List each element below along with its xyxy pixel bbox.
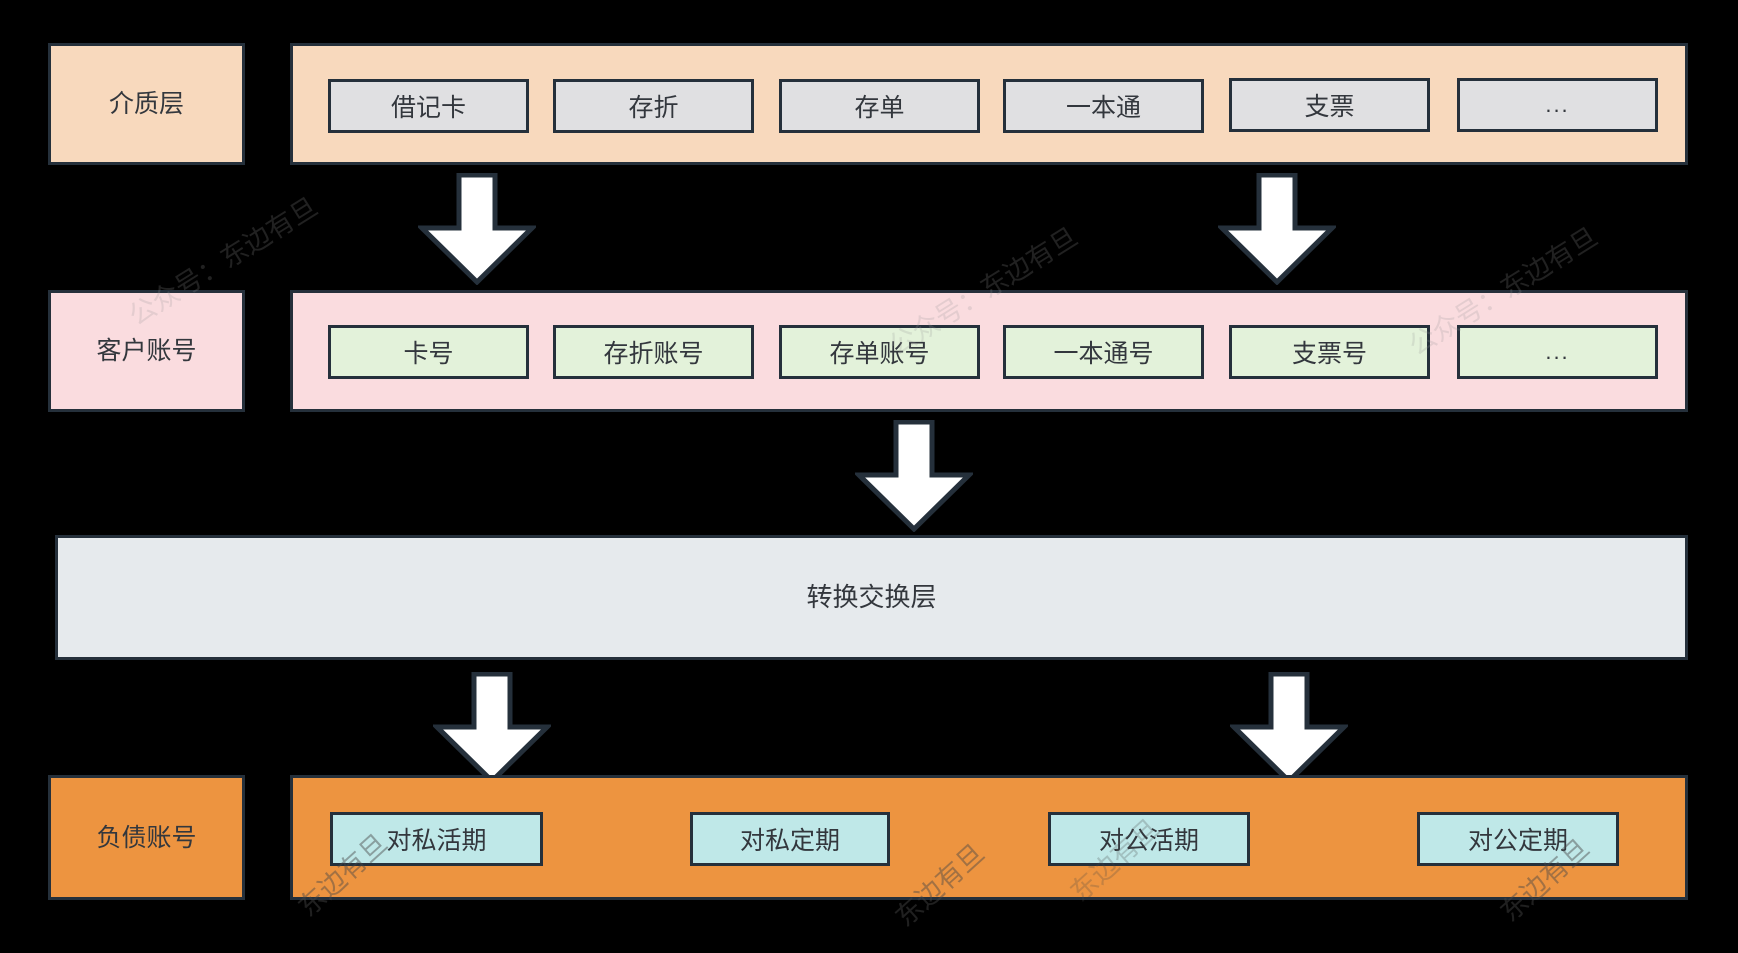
- chip-customer-0[interactable]: 卡号: [328, 325, 529, 379]
- chip-media-0[interactable]: 借记卡: [328, 79, 529, 133]
- arrow-exchange-to-liability-left: [433, 672, 551, 784]
- arrow-customer-to-exchange: [855, 420, 973, 532]
- chip-customer-1[interactable]: 存折账号: [553, 325, 754, 379]
- arrow-media-to-customer-right: [1218, 173, 1336, 285]
- chip-liability-1[interactable]: 对私定期: [690, 812, 890, 866]
- chip-media-5[interactable]: ...: [1457, 78, 1658, 132]
- chip-liability-0[interactable]: 对私活期: [330, 812, 543, 866]
- chip-customer-5[interactable]: ...: [1457, 325, 1658, 379]
- chip-media-2[interactable]: 存单: [779, 79, 980, 133]
- chip-customer-2[interactable]: 存单账号: [779, 325, 980, 379]
- row-label-media: 介质层: [48, 43, 245, 165]
- chip-liability-3[interactable]: 对公定期: [1417, 812, 1619, 866]
- arrow-media-to-customer-left: [418, 173, 536, 285]
- chip-media-3[interactable]: 一本通: [1003, 79, 1204, 133]
- chip-customer-3[interactable]: 一本通号: [1003, 325, 1204, 379]
- row-label-customer: 客户账号: [48, 290, 245, 412]
- chip-customer-4[interactable]: 支票号: [1229, 325, 1430, 379]
- chip-liability-2[interactable]: 对公活期: [1048, 812, 1250, 866]
- chip-media-1[interactable]: 存折: [553, 79, 754, 133]
- chip-media-4[interactable]: 支票: [1229, 78, 1430, 132]
- row-band-exchange: 转换交换层: [55, 535, 1688, 660]
- arrow-exchange-to-liability-right: [1230, 672, 1348, 784]
- row-label-liability: 负债账号: [48, 775, 245, 900]
